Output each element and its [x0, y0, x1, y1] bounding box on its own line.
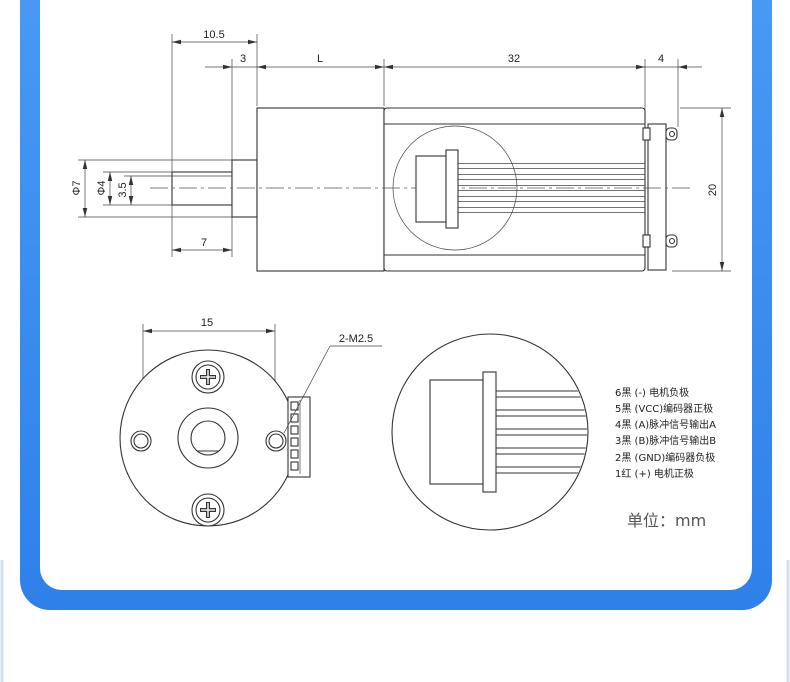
wire-legend-item: 1红 (+) 电机正极	[615, 467, 694, 480]
wire-legend-item: 4黑 (A)脉冲信号输出A	[615, 418, 716, 431]
motor-outline	[171, 107, 678, 272]
top-detail-magnifier	[392, 125, 645, 251]
side-view: 10.5 3 L 32 4 20 7 Φ7 Φ4 3.5	[71, 29, 731, 272]
hole-callout: 2-M2.5	[283, 333, 382, 434]
front-view: 15	[119, 317, 382, 527]
mount-hole-right-inner	[268, 433, 284, 449]
screw-inner	[195, 497, 221, 523]
front-shaft-circle	[190, 420, 226, 456]
dim-L-label: L	[317, 53, 323, 65]
screw-bottom	[191, 493, 225, 527]
dim-15-label: 15	[201, 317, 213, 329]
dimension-labels: 10.5 3 L 32 4 20 7 Φ7 Φ4 3.5	[71, 29, 719, 249]
mount-hole-left	[130, 430, 152, 452]
motor-body	[383, 107, 646, 272]
encoder-pad-top	[642, 127, 651, 141]
callout-leader	[283, 345, 331, 434]
magnifier-circle	[392, 125, 518, 251]
connector-housing	[415, 155, 447, 223]
connector-pin	[290, 449, 299, 459]
top-wires	[458, 163, 645, 213]
dim-32-label: 32	[508, 53, 520, 65]
connector-flange	[445, 149, 459, 229]
output-shaft	[171, 171, 233, 206]
dim-3-5-label: 3.5	[117, 182, 129, 197]
screw-top	[191, 360, 225, 394]
encoder-board	[647, 123, 667, 271]
front-boss-circle	[177, 407, 239, 469]
connector-pin	[290, 437, 299, 447]
connector-pin	[290, 461, 299, 471]
wire-legend-item: 5黑 (VCC)编码器正极	[615, 402, 713, 415]
connector-housing	[429, 379, 484, 485]
screw-inner	[195, 364, 221, 390]
wire-legend-item: 3黑 (B)脉冲信号输出B	[615, 434, 716, 447]
dim-3-label: 3	[240, 53, 246, 65]
dim-4-label: 4	[658, 53, 664, 65]
dim-7-label: 7	[201, 237, 207, 249]
connector-body	[287, 396, 311, 478]
encoder-pad-bottom	[642, 234, 651, 248]
encoder-hook-hole	[668, 237, 676, 245]
encoder-hook-bottom	[665, 234, 678, 248]
connector-flange	[482, 371, 497, 493]
encoder-hook-top	[665, 127, 678, 141]
dim-10-5-label: 10.5	[203, 29, 224, 41]
mount-hole-right	[265, 430, 287, 452]
shaft-boss	[231, 159, 258, 218]
encoder-hook-hole	[668, 130, 676, 138]
unit-label: 单位：mm	[627, 511, 706, 530]
gearbox-body	[256, 107, 385, 272]
dim-20-label: 20	[707, 184, 719, 196]
connector-pin	[290, 425, 299, 435]
connector-detail-magnifier	[391, 333, 589, 531]
dim-phi7-label: Φ7	[71, 181, 83, 196]
dim-phi4-label: Φ4	[96, 181, 108, 196]
mount-hole-left-inner	[133, 433, 149, 449]
connector-pin	[290, 413, 299, 423]
wire-legend-item: 6黑 (-) 电机负极	[615, 386, 689, 399]
front-connector	[287, 396, 311, 478]
wire-legend: 6黑 (-) 电机负极 5黑 (VCC)编码器正极 4黑 (A)脉冲信号输出A …	[615, 386, 716, 480]
hole-callout-label: 2-M2.5	[339, 333, 373, 345]
wire-legend-item: 2黑 (GND)编码器负极	[615, 451, 715, 464]
dimension-lines	[82, 39, 725, 271]
